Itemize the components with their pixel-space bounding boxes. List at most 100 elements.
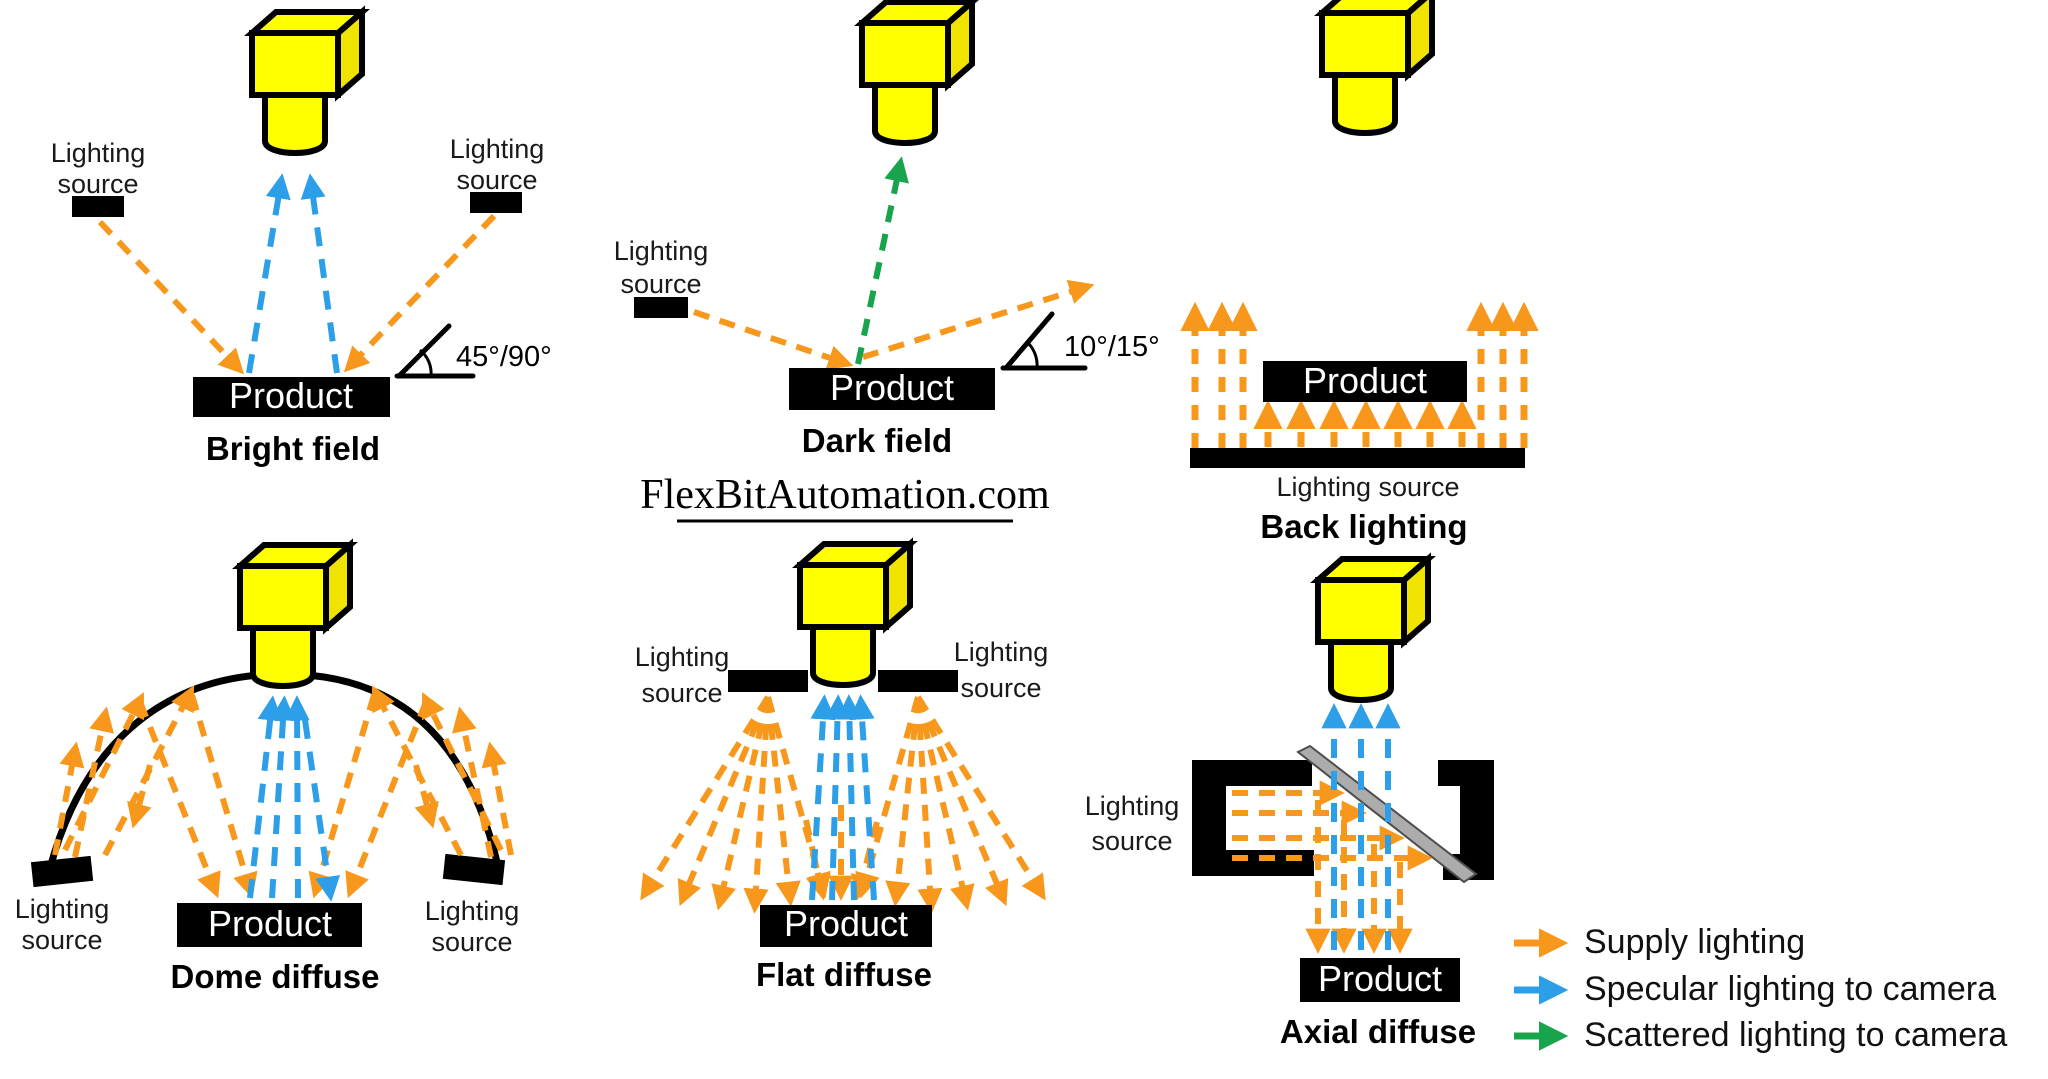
specular-ray <box>269 695 296 899</box>
lighting-source-label: Lighting <box>635 642 730 672</box>
supply-ray <box>127 764 153 829</box>
supply-ray <box>677 695 771 907</box>
diagram-title: Dome diffuse <box>170 958 379 995</box>
product-bar <box>1263 361 1467 402</box>
lighting-source-label: Lighting <box>425 896 520 926</box>
lighting-source-label: Lighting <box>954 637 1049 667</box>
product-label: Product <box>1303 360 1427 401</box>
lighting-source-label: source <box>456 165 537 195</box>
product-label: Product <box>830 367 954 408</box>
supply-ray <box>743 696 771 914</box>
scattered-ray <box>855 156 909 365</box>
lighting-source-panel <box>1190 448 1525 468</box>
supply-ray <box>97 219 245 375</box>
supply-ray <box>711 696 771 911</box>
product-bar <box>760 905 932 947</box>
housing-bracket <box>1438 760 1494 786</box>
lighting-source-label: Lighting <box>15 894 110 924</box>
supply-ray <box>413 764 439 829</box>
angle-ray <box>1003 311 1055 371</box>
supply-ray <box>481 741 514 856</box>
angle-arc <box>418 348 433 377</box>
lighting-source-label: source <box>620 269 701 299</box>
lighting-source-bar <box>442 853 506 886</box>
supply-ray <box>885 696 921 907</box>
specular-ray <box>247 695 283 899</box>
supply-ray <box>189 694 258 899</box>
angle-value: 10°/15° <box>1064 331 1160 363</box>
specular-ray <box>824 694 851 901</box>
supply-ray <box>72 706 114 858</box>
supply-ray <box>343 213 497 373</box>
supply-ray <box>137 700 221 899</box>
lighting-source-label: Lighting <box>450 134 545 164</box>
supply-ray <box>915 696 975 911</box>
camera-icon <box>240 545 350 686</box>
supply-ray-reflected <box>862 279 1095 360</box>
diagram-dark-field: Lighting source 10°/15° Product Dark fie… <box>614 2 1160 523</box>
angle-value: 45°/90° <box>456 341 552 373</box>
diagram-title: Back lighting <box>1260 508 1467 545</box>
supply-ray <box>52 741 85 856</box>
supply-ray <box>850 821 880 901</box>
supply-ray <box>915 695 1009 907</box>
lighting-source-housing <box>1192 760 1312 786</box>
specular-ray <box>300 173 340 374</box>
diagram-title: Axial diffuse <box>1280 1013 1476 1050</box>
product-bar <box>1300 958 1460 1002</box>
supply-ray <box>915 695 1046 901</box>
lighting-source-label: source <box>431 927 512 957</box>
camera-icon <box>862 2 972 143</box>
legend-scattered-label: Scattered lighting to camera <box>1584 1016 2007 1054</box>
lighting-source-housing <box>1192 850 1314 876</box>
product-label: Product <box>1318 958 1442 999</box>
lighting-source-label: source <box>1091 826 1172 856</box>
watermark-text: FlexBitAutomation.com <box>640 472 1050 518</box>
product-label: Product <box>229 375 353 416</box>
diagram-axial-diffuse: Lighting source Product Axial diffuse <box>1085 559 1494 1050</box>
specular-ray <box>284 695 310 899</box>
diagram-title: Bright field <box>206 430 380 467</box>
lighting-source-bar <box>72 196 124 217</box>
product-bar <box>177 903 362 947</box>
legend-supply-label: Supply lighting <box>1584 923 1805 961</box>
supply-ray <box>693 309 854 370</box>
specular-ray <box>836 694 863 901</box>
lighting-source-bar <box>470 192 522 213</box>
lighting-source-bar <box>634 297 688 318</box>
supply-ray <box>422 692 504 852</box>
lighting-source-label: source <box>960 673 1041 703</box>
camera-icon <box>800 544 910 685</box>
lighting-source-label: Lighting <box>51 138 146 168</box>
lighting-source-label: source <box>21 925 102 955</box>
product-bar <box>193 377 390 417</box>
diagram-title: Flat diffuse <box>756 956 932 993</box>
lighting-source-label: Lighting source <box>1276 472 1459 502</box>
diagram-bright-field: Lighting source Lighting source 45°/90° … <box>51 12 552 467</box>
product-label: Product <box>784 903 908 944</box>
diagram-dome-diffuse: Lighting source Lighting source Product … <box>15 545 520 995</box>
lighting-source-label: Lighting <box>1085 791 1180 821</box>
legend-specular-label: Specular lighting to camera <box>1584 970 1996 1008</box>
supply-ray <box>640 695 771 901</box>
lighting-source-panel <box>728 670 808 692</box>
supply-ray <box>915 696 943 914</box>
lighting-source-bar <box>30 855 94 888</box>
angle-arc <box>1024 339 1039 369</box>
diagram-back-lighting: Product Lighting source Back lighting <box>1180 0 1539 545</box>
product-label: Product <box>208 903 332 944</box>
lighting-source-panel <box>878 670 958 692</box>
lighting-source-label: source <box>641 678 722 708</box>
angle-ray <box>396 323 452 379</box>
lighting-source-label: Lighting <box>614 236 709 266</box>
supply-ray <box>452 706 494 858</box>
supply-ray <box>765 696 801 907</box>
supply-ray <box>345 700 429 899</box>
supply-ray <box>62 692 144 852</box>
camera-icon <box>1318 559 1428 700</box>
legend: Supply lighting Specular lighting to cam… <box>1514 923 2007 1054</box>
lighting-source-label: source <box>57 169 138 199</box>
camera-icon <box>252 12 362 153</box>
